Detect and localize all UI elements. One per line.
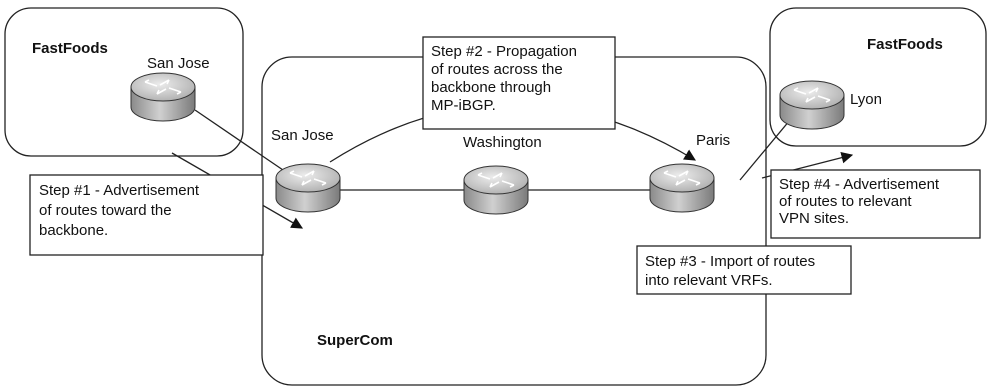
- step2-box: Step #2 - Propagation of routes across t…: [422, 36, 616, 130]
- fastfoods-right-region: [769, 7, 987, 147]
- svg-text:Step #4 - Advertisement: Step #4 - Advertisement of routes to rel…: [779, 176, 943, 227]
- step2-line-2: of routes across the: [431, 61, 563, 78]
- step2-line-1: Step #2 - Propagation: [431, 43, 577, 60]
- step4-line-2: of routes to relevant: [779, 193, 912, 210]
- router-sj-customer-label: San Jose: [147, 55, 210, 72]
- svg-text:Step #3 - Import of routes: Step #3 - Import of routes into relevant…: [645, 253, 819, 289]
- router-paris-icon: [649, 163, 715, 213]
- router-washington-icon: [463, 165, 529, 215]
- step2-line-3: backbone through: [431, 79, 551, 96]
- step1-line-1: Step #1 - Advertisement: [39, 182, 200, 199]
- svg-text:Step #2 - Propagation of: Step #2 - Propagation of routes across t…: [431, 43, 581, 114]
- fastfoods-right-label: FastFoods: [867, 36, 943, 53]
- link-paris-to-lyon: [739, 119, 791, 181]
- router-washington-label: Washington: [463, 134, 542, 151]
- step1-line-3: backbone.: [39, 222, 108, 239]
- link-sj-customer-to-sj-backbone: [194, 109, 284, 171]
- step4-box: Step #4 - Advertisement of routes to rel…: [770, 169, 981, 239]
- step4-line-3: VPN sites.: [779, 210, 849, 227]
- svg-text:Step #1 - Advertisement: Step #1 - Advertisement of routes toward…: [39, 182, 203, 239]
- fastfoods-left-region: [4, 7, 244, 157]
- router-lyon-icon: [779, 80, 845, 130]
- router-lyon-label: Lyon: [850, 91, 882, 108]
- step3-box: Step #3 - Import of routes into relevant…: [636, 245, 852, 295]
- router-paris-label: Paris: [696, 132, 730, 149]
- fastfoods-left-label: FastFoods: [32, 40, 108, 57]
- step3-line-1: Step #3 - Import of routes: [645, 253, 815, 270]
- step3-line-2: into relevant VRFs.: [645, 272, 773, 289]
- step1-box: Step #1 - Advertisement of routes toward…: [29, 174, 264, 256]
- step1-line-2: of routes toward the: [39, 202, 172, 219]
- router-sj-backbone-label: San Jose: [271, 127, 334, 144]
- step2-line-4: MP-iBGP.: [431, 97, 496, 114]
- router-sj-customer-icon: [130, 72, 196, 122]
- supercom-label: SuperCom: [317, 332, 393, 349]
- router-sj-backbone-icon: [275, 163, 341, 213]
- step4-line-1: Step #4 - Advertisement: [779, 176, 940, 193]
